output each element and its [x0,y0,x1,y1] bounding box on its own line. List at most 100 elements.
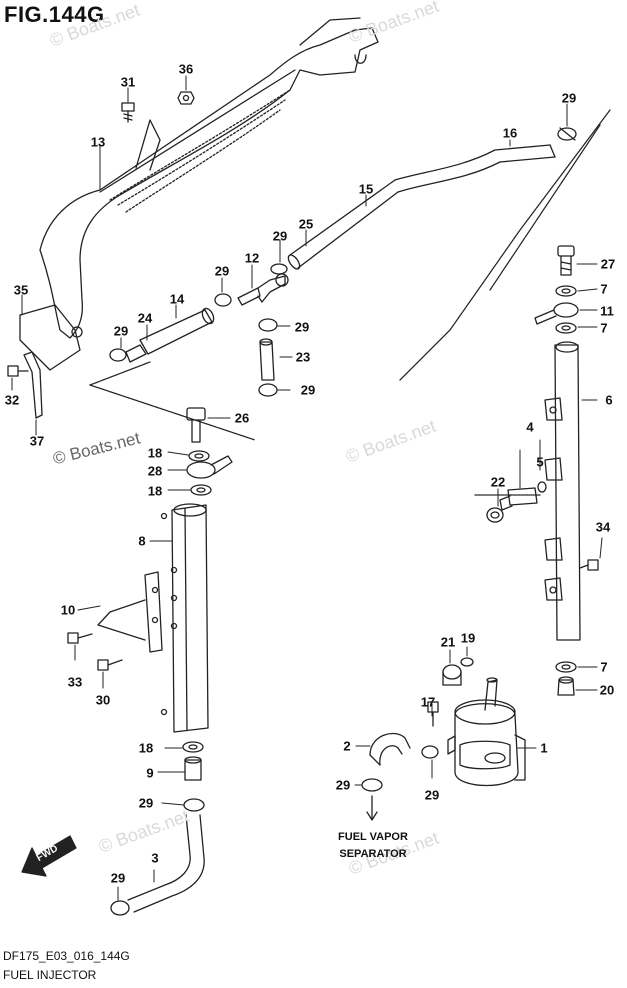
clamp-29-g [183,798,205,812]
callout-29[interactable]: 29 [138,795,154,811]
note-label: FUEL VAPOR SEPARATOR [338,829,408,863]
bolt-30 [97,659,123,671]
clamp-29-i [421,745,439,759]
collar-19 [460,657,474,667]
callout-32[interactable]: 32 [4,392,20,408]
callout-30[interactable]: 30 [95,692,111,708]
callout-29[interactable]: 29 [424,787,440,803]
washer-7-a [555,285,577,297]
bracket-37 [23,351,43,419]
callout-33[interactable]: 33 [67,674,83,690]
joint-12 [237,273,289,306]
callout-6[interactable]: 6 [605,392,613,408]
screw-31 [121,102,135,123]
callout-29[interactable]: 29 [300,382,316,398]
callout-14[interactable]: 14 [169,291,185,307]
callout-37[interactable]: 37 [29,433,45,449]
callout-18[interactable]: 18 [147,445,163,461]
bolt-33 [67,632,93,644]
callout-2[interactable]: 2 [343,738,351,754]
union-11 [534,302,579,325]
vapor-separator-1 [447,677,526,787]
callout-23[interactable]: 23 [295,349,311,365]
grommet-21 [442,664,462,686]
figure-title: FIG.144G [4,2,105,27]
note-line-2: SEPARATOR [339,848,407,860]
callout-4[interactable]: 4 [526,419,534,435]
clamp-29-a [557,127,577,141]
callout-29[interactable]: 29 [113,323,129,339]
cover-part [19,17,379,371]
callout-19[interactable]: 19 [460,630,476,646]
callout-3[interactable]: 3 [151,850,159,866]
callout-7[interactable]: 7 [600,659,608,675]
callout-35[interactable]: 35 [13,282,29,298]
callout-13[interactable]: 13 [90,134,106,150]
washer-18-b [190,484,212,496]
callout-27[interactable]: 27 [600,256,616,272]
clamp-29-f [258,383,278,397]
callout-18[interactable]: 18 [138,740,154,756]
washer-18-c [182,741,204,753]
callout-21[interactable]: 21 [440,634,456,650]
note-arrow [366,795,378,821]
callout-1[interactable]: 1 [540,740,548,756]
callout-20[interactable]: 20 [599,682,615,698]
callout-31[interactable]: 31 [120,74,136,90]
clamp-29-b [270,263,288,275]
injector-4 [499,481,547,511]
callout-34[interactable]: 34 [595,519,611,535]
callout-9[interactable]: 9 [146,765,154,781]
callout-29[interactable]: 29 [272,228,288,244]
delivery-pipe-6 [544,341,581,641]
callout-18[interactable]: 18 [147,483,163,499]
figure-name: FUEL INJECTOR [3,968,97,982]
bracket-10 [97,571,163,653]
clamp-29-h [110,900,130,916]
washer-18-a [188,450,210,462]
callout-22[interactable]: 22 [490,474,506,490]
hose-23 [259,338,275,381]
hose-15 [287,179,399,270]
callout-10[interactable]: 10 [60,602,76,618]
clamp-29-e [109,348,127,362]
callout-11[interactable]: 11 [600,303,614,319]
clamp-29-d [258,318,278,332]
bolt-32 [7,365,29,377]
plug-20 [557,676,575,696]
callout-17[interactable]: 17 [420,694,436,710]
callout-29[interactable]: 29 [110,870,126,886]
callout-36[interactable]: 36 [178,61,194,77]
callout-29[interactable]: 29 [214,263,230,279]
bolt-34 [579,559,599,571]
reference-lines [89,109,611,496]
callout-25[interactable]: 25 [298,216,314,232]
callout-5[interactable]: 5 [536,454,544,470]
hose-3 [127,814,205,913]
callout-26[interactable]: 26 [234,410,250,426]
callout-7[interactable]: 7 [600,281,608,297]
callout-7[interactable]: 7 [600,320,608,336]
callout-28[interactable]: 28 [147,463,163,479]
callout-16[interactable]: 16 [502,125,518,141]
hose-2 [369,732,411,766]
nut-36 [177,91,195,105]
callout-24[interactable]: 24 [137,310,153,326]
forward-arrow [21,835,77,877]
callout-29[interactable]: 29 [335,777,351,793]
joint-28 [186,455,233,479]
clamp-29-c [214,293,232,307]
callout-29[interactable]: 29 [561,90,577,106]
callout-15[interactable]: 15 [358,181,374,197]
callout-8[interactable]: 8 [138,533,146,549]
callout-29[interactable]: 29 [294,319,310,335]
fuel-rail-8 [160,503,209,733]
screw-17 [427,701,439,727]
hose-16 [394,144,556,193]
clamp-29-j [361,778,383,792]
seal-22 [486,507,504,523]
washer-7-b [555,322,577,334]
callout-12[interactable]: 12 [244,250,260,266]
